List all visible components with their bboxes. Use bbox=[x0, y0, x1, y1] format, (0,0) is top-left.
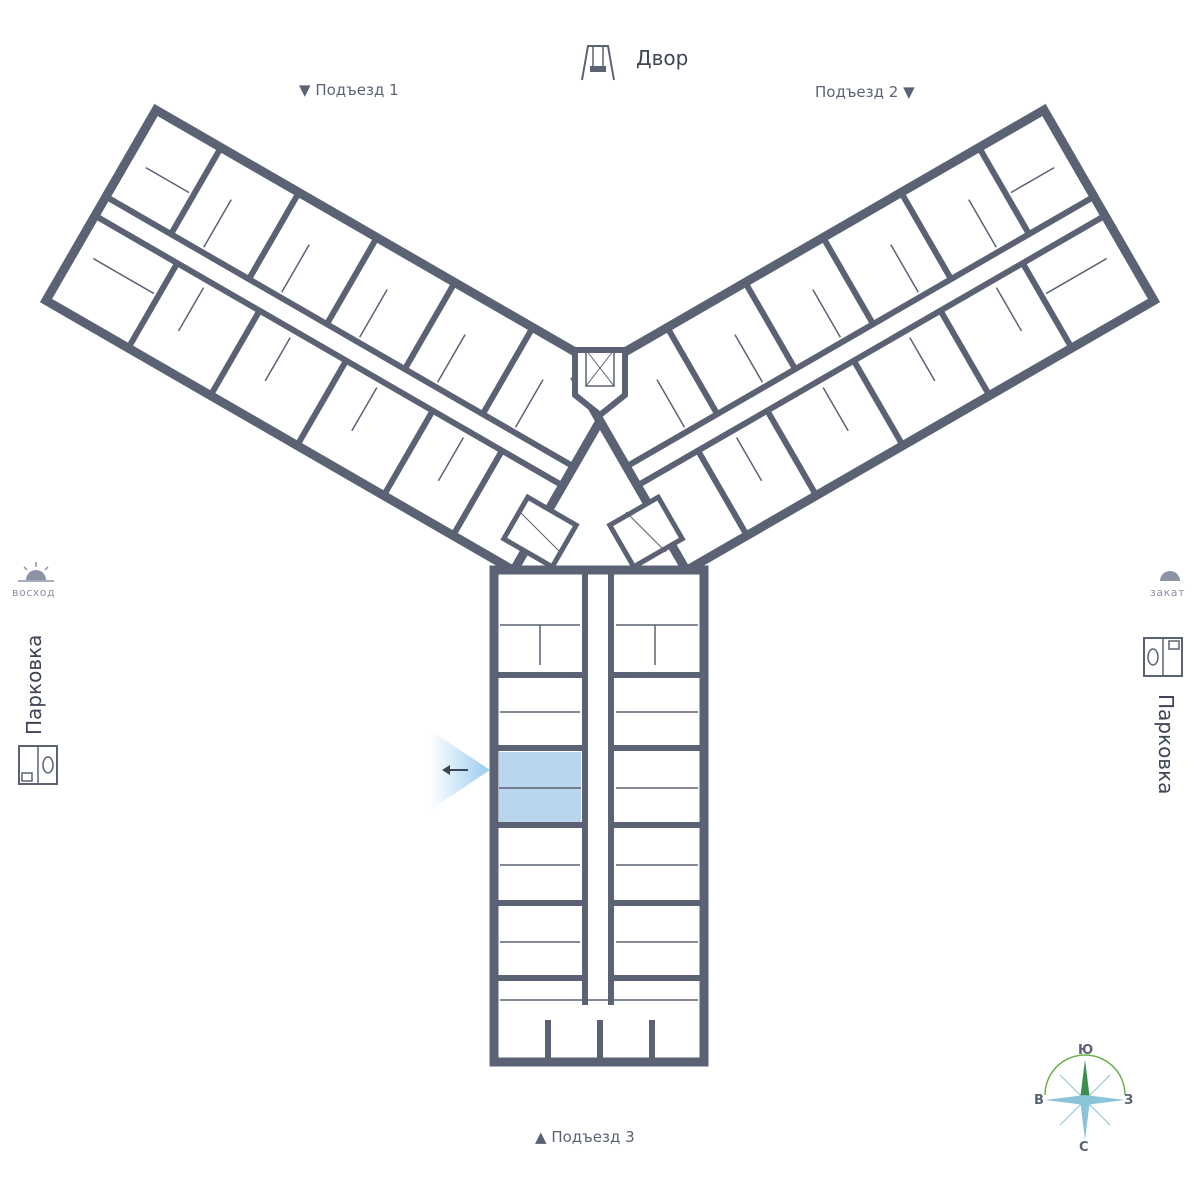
parking-icon bbox=[18, 745, 58, 785]
sunset-icon bbox=[1160, 571, 1180, 581]
direction-arrow-icon bbox=[442, 765, 468, 775]
sunrise-icon bbox=[18, 562, 54, 582]
compass-east: В bbox=[1034, 1093, 1044, 1108]
compass-icon bbox=[1030, 1045, 1140, 1155]
parking-icon bbox=[1143, 637, 1183, 677]
selected-apartment bbox=[499, 745, 588, 828]
parking-left-marker bbox=[18, 745, 58, 785]
swing-icon bbox=[581, 45, 615, 81]
sunset-label: закат bbox=[1150, 586, 1185, 599]
compass-north: С bbox=[1079, 1140, 1089, 1155]
compass-south: Ю bbox=[1078, 1043, 1094, 1058]
sunrise-label: восход bbox=[12, 586, 56, 599]
entrance-1-label: ▼ Подъезд 1 bbox=[299, 81, 399, 99]
sunset-marker bbox=[1158, 568, 1182, 582]
entrance-2-label: Подъезд 2 ▼ bbox=[815, 83, 915, 101]
yard-marker bbox=[578, 42, 618, 82]
central-hub bbox=[500, 347, 686, 571]
compass-west: З bbox=[1124, 1093, 1134, 1108]
sunrise-marker bbox=[16, 560, 60, 582]
parking-right-marker bbox=[1143, 637, 1183, 677]
yard-label: Двор bbox=[636, 46, 689, 70]
entrance-3-label: ▲ Подъезд 3 bbox=[535, 1128, 635, 1146]
